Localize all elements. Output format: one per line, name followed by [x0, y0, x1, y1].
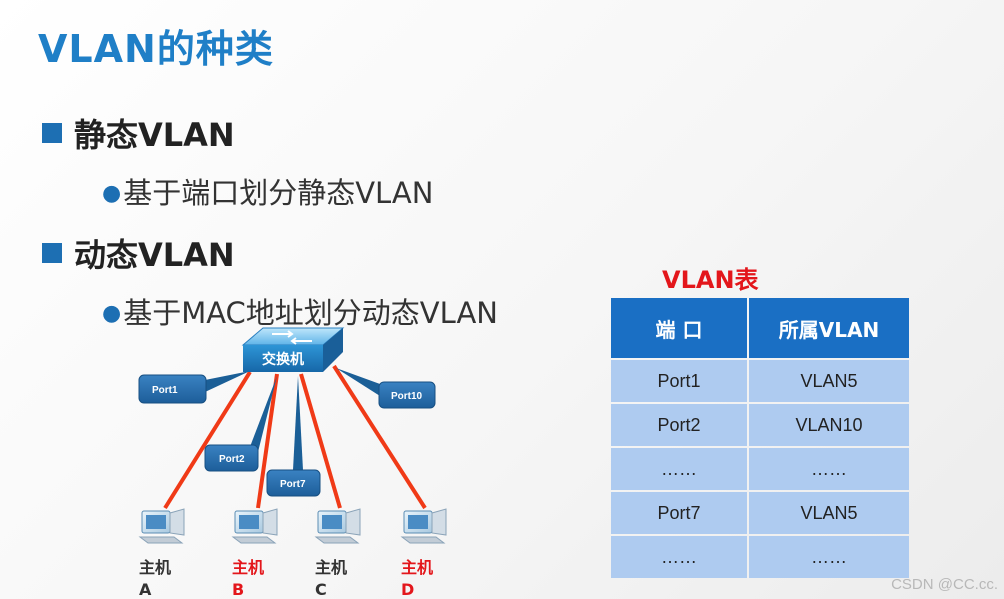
cell-vlan: VLAN10	[749, 404, 909, 446]
host-b: 主机 B	[231, 508, 278, 599]
table-row: …… ……	[611, 448, 909, 490]
port-label: Port7	[280, 479, 306, 490]
sub-bullet-mac-based: ●基于MAC地址划分动态VLAN	[102, 296, 498, 330]
cell-vlan: VLAN5	[749, 360, 909, 402]
table-header-row: 端 口 所属VLAN	[611, 298, 909, 358]
host-label-line2: C	[315, 580, 327, 599]
cell-port: ……	[611, 536, 747, 578]
link-port7-host-c	[299, 373, 342, 509]
cell-port: Port1	[611, 360, 747, 402]
square-bullet-icon	[42, 123, 62, 143]
cell-vlan: ……	[749, 536, 909, 578]
computer-icon	[138, 508, 185, 544]
port-tag-port7: Port7	[266, 469, 321, 497]
computer-icon	[400, 508, 447, 544]
dot-bullet-icon: ●	[102, 181, 122, 206]
square-bullet-icon	[42, 243, 62, 263]
cell-port: Port7	[611, 492, 747, 534]
link-lines	[163, 364, 427, 510]
bullet-dynamic-vlan: 动态VLAN	[42, 230, 235, 276]
table-row: Port1 VLAN5	[611, 360, 909, 402]
port-tag-pointers	[205, 368, 380, 470]
host-label-line2: A	[139, 580, 152, 599]
port-tag-port1: Port1	[138, 374, 207, 404]
watermark: CSDN @CC.cc.	[891, 576, 998, 593]
dot-bullet-icon: ●	[102, 301, 122, 326]
table-row: …… ……	[611, 536, 909, 578]
switch-icon: 交换机	[241, 327, 345, 372]
host-c: 主机 C	[314, 508, 361, 599]
port-tag-port10: Port10	[378, 381, 436, 409]
host-d: 主机 D	[400, 508, 447, 599]
link-port2-host-b	[256, 373, 279, 509]
header-vlan: 所属VLAN	[749, 298, 909, 358]
sub-bullet-port-based: ●基于端口划分静态VLAN	[102, 176, 434, 210]
link-port1-host-a	[163, 370, 252, 510]
cell-port: ……	[611, 448, 747, 490]
host-label-line1: 主机	[315, 558, 347, 577]
port-label: Port2	[219, 454, 245, 465]
table-row: Port2 VLAN10	[611, 404, 909, 446]
host-label-line2: B	[232, 580, 244, 599]
page-title: VLAN的种类	[38, 27, 274, 71]
host-label-line1: 主机	[139, 558, 171, 577]
computer-icon	[314, 508, 361, 544]
vlan-table-title: VLAN表	[662, 266, 759, 294]
bullet-static-vlan: 静态VLAN	[42, 110, 235, 156]
computer-icon	[231, 508, 278, 544]
table-row: Port7 VLAN5	[611, 492, 909, 534]
cell-vlan: ……	[749, 448, 909, 490]
cell-vlan: VLAN5	[749, 492, 909, 534]
host-label-line1: 主机	[401, 558, 433, 577]
cell-port: Port2	[611, 404, 747, 446]
link-port10-host-d	[332, 364, 427, 510]
header-port: 端 口	[611, 298, 747, 358]
host-a: 主机 A	[138, 508, 185, 599]
host-label-line2: D	[401, 580, 414, 599]
vlan-table: 端 口 所属VLAN Port1 VLAN5 Port2 VLAN10 …… ……	[609, 296, 911, 580]
host-label-line1: 主机	[232, 558, 264, 577]
port-label: Port10	[391, 391, 423, 402]
switch-label: 交换机	[262, 351, 304, 368]
port-label: Port1	[152, 385, 178, 396]
port-tag-port2: Port2	[204, 444, 259, 472]
